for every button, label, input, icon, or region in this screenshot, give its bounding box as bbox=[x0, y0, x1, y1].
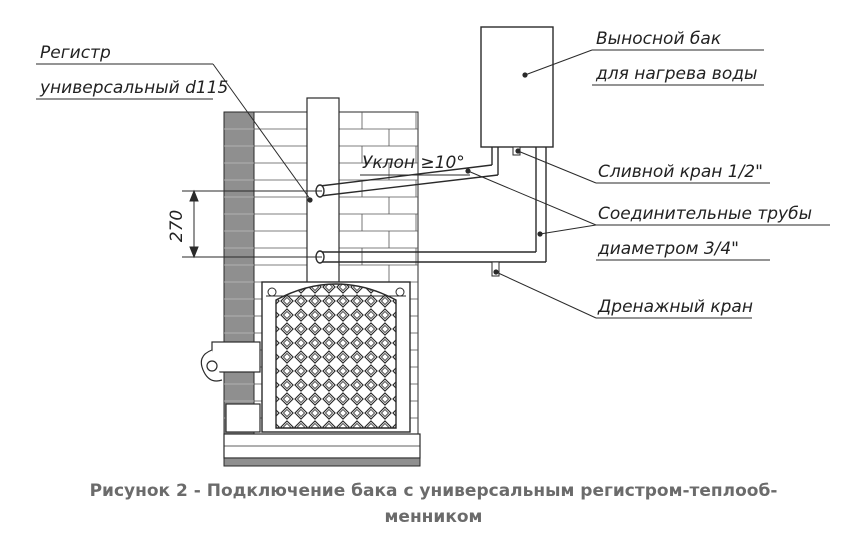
dimension-label: 270 bbox=[167, 210, 187, 242]
figure-caption: Рисунок 2 - Подключение бака с универсал… bbox=[0, 478, 867, 530]
drainage-valve-label: Дренажный кран bbox=[597, 297, 753, 317]
diagram: 270 Регистр универсальный d115 Выно bbox=[36, 26, 830, 467]
caption-line1: Рисунок 2 - Подключение бака с универсал… bbox=[89, 481, 778, 501]
register-label-line1: Регистр bbox=[40, 43, 111, 63]
stove-side-handle bbox=[200, 341, 261, 433]
slope-label: Уклон ≥10° bbox=[362, 153, 465, 173]
register-label-line2: универсальный d115 bbox=[39, 78, 228, 98]
callout-dots bbox=[307, 72, 543, 275]
caption-line2: менником bbox=[384, 507, 483, 527]
remote-tank bbox=[480, 26, 554, 148]
firebox-door bbox=[261, 281, 411, 433]
stove-base bbox=[223, 433, 421, 467]
drain-valve-label: Сливной кран 1/2" bbox=[598, 162, 763, 182]
tank-label-line2: для нагрева воды bbox=[595, 64, 757, 84]
connecting-pipes bbox=[491, 147, 547, 262]
dimension-270 bbox=[182, 189, 322, 259]
register-pipes bbox=[315, 164, 546, 264]
drainage-valve bbox=[491, 261, 500, 277]
pipes-label-line2: диаметром 3/4" bbox=[597, 239, 739, 259]
pipes-label-line1: Соединительные трубы bbox=[598, 204, 812, 224]
tank-label-line1: Выносной бак bbox=[596, 29, 722, 49]
callout-leaders bbox=[36, 49, 830, 319]
